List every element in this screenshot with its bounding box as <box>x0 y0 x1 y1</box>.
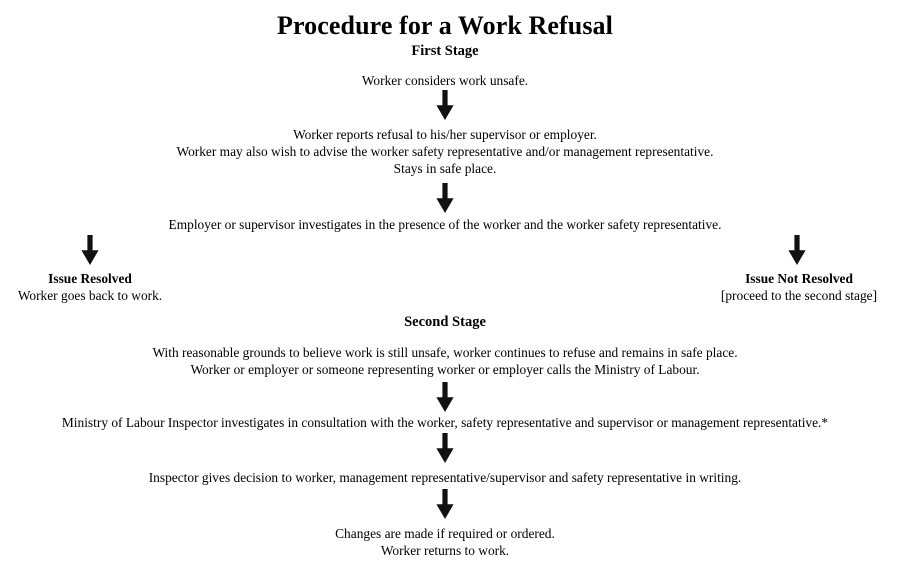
step-line: Changes are made if required or ordered. <box>335 526 555 541</box>
down-arrow-icon <box>787 235 807 265</box>
step-line: Ministry of Labour Inspector investigate… <box>61 415 829 430</box>
step-line: Worker returns to work. <box>380 543 510 558</box>
branch-left-subtitle: Worker goes back to work. <box>17 288 163 303</box>
branch-issue-not-resolved: Issue Not Resolved [proceed to the secon… <box>706 271 892 304</box>
branch-right-subtitle: [proceed to the second stage] <box>720 288 878 303</box>
arrow-2-container <box>0 183 890 213</box>
down-arrow-icon <box>0 90 890 120</box>
second-stage-step-3: Inspector gives decision to worker, mana… <box>0 469 890 486</box>
step-line: Worker or employer or someone representi… <box>190 362 700 377</box>
step-line: With reasonable grounds to believe work … <box>152 345 738 360</box>
arrow-5-container <box>0 489 890 519</box>
branch-issue-resolved: Issue Resolved Worker goes back to work. <box>0 271 180 304</box>
first-stage-heading: First Stage <box>411 43 479 59</box>
down-arrow-icon <box>0 183 890 213</box>
page-title-container: Procedure for a Work Refusal <box>0 6 890 39</box>
second-stage-step-2: Ministry of Labour Inspector investigate… <box>0 414 890 431</box>
page-title: Procedure for a Work Refusal <box>277 11 613 40</box>
step-line: Worker considers work unsafe. <box>361 73 529 88</box>
down-arrow-icon <box>0 382 890 412</box>
step-line: Worker may also wish to advise the worke… <box>176 144 714 159</box>
down-arrow-icon <box>80 235 100 265</box>
branch-left-arrow <box>80 235 100 265</box>
first-stage-step-2: Worker reports refusal to his/her superv… <box>0 126 890 177</box>
first-stage-heading-container: First Stage <box>0 44 890 59</box>
step-line: Inspector gives decision to worker, mana… <box>148 470 742 485</box>
first-stage-step-1: Worker considers work unsafe. <box>0 72 890 89</box>
branch-left-title: Issue Resolved <box>48 271 132 286</box>
down-arrow-icon <box>0 489 890 519</box>
down-arrow-icon <box>0 433 890 463</box>
step-line: Stays in safe place. <box>393 161 497 176</box>
branch-right-arrow <box>787 235 807 265</box>
step-line: Employer or supervisor investigates in t… <box>168 217 722 232</box>
branch-right-title: Issue Not Resolved <box>745 271 853 286</box>
second-stage-heading: Second Stage <box>404 314 486 330</box>
step-line: Worker reports refusal to his/her superv… <box>293 127 597 142</box>
first-stage-step-3: Employer or supervisor investigates in t… <box>0 216 890 233</box>
arrow-4-container <box>0 433 890 463</box>
arrow-3-container <box>0 382 890 412</box>
second-stage-step-4: Changes are made if required or ordered.… <box>0 525 890 559</box>
second-stage-heading-container: Second Stage <box>0 315 890 330</box>
second-stage-step-1: With reasonable grounds to believe work … <box>0 344 890 378</box>
arrow-1-container <box>0 90 890 120</box>
